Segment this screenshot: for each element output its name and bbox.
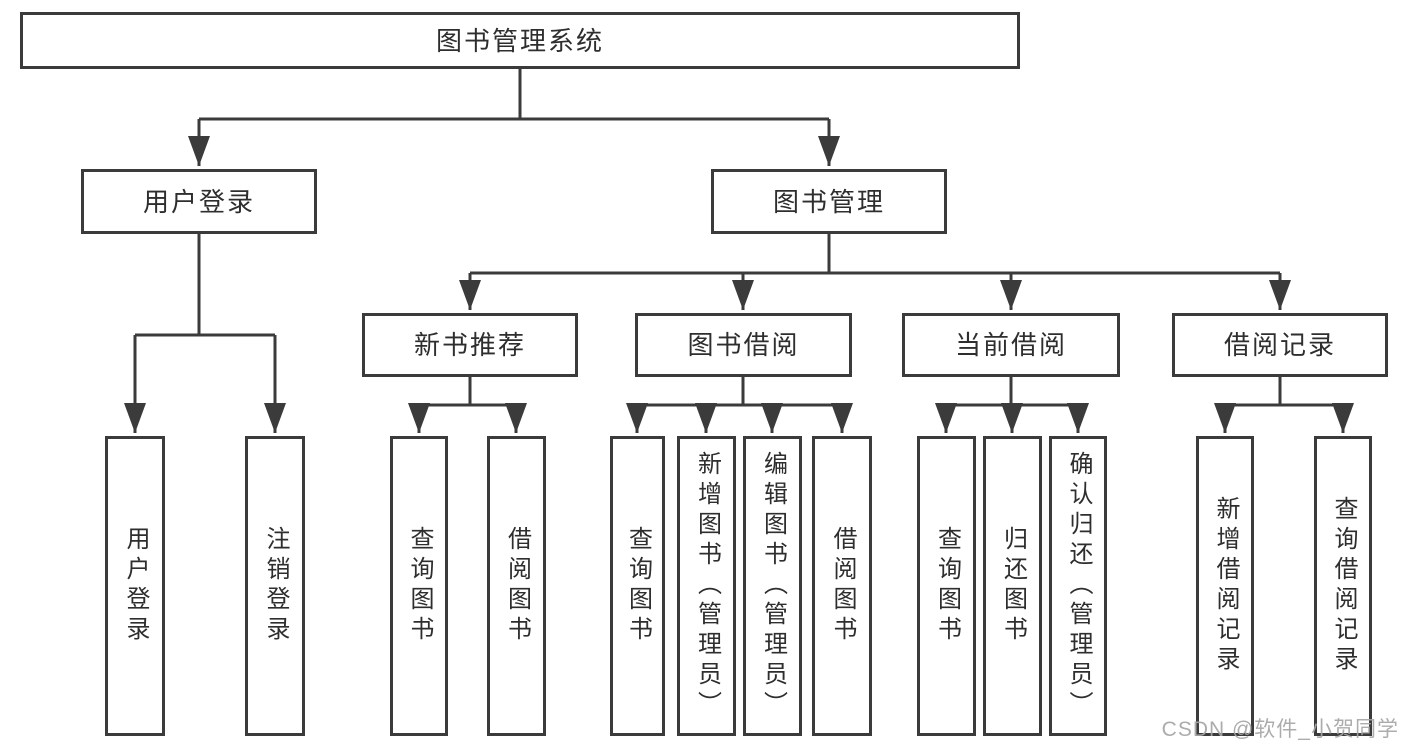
leaf-confirm-return-admin-label: 确认归还（管理员） <box>1065 451 1092 721</box>
leaf-return-books: 归还图书 <box>983 436 1042 736</box>
node-book-management-label: 图书管理 <box>772 186 885 217</box>
leaf-borrow-books-recommend: 借阅图书 <box>487 436 546 736</box>
connector-trunks <box>135 69 1343 407</box>
leaf-query-books-recommend: 查询图书 <box>390 436 448 736</box>
leaf-query-borrow-record-label: 查询借阅记录 <box>1330 496 1357 676</box>
leaf-return-books-label: 归还图书 <box>999 526 1027 646</box>
leaf-borrow-books-recommend-label: 借阅图书 <box>503 526 531 646</box>
leaf-user-login-label: 用户登录 <box>122 526 149 646</box>
leaf-query-books-current-label: 查询图书 <box>933 526 961 646</box>
node-new-book-recommendation-label: 新书推荐 <box>413 330 526 360</box>
leaf-query-books-borrowing: 查询图书 <box>610 436 665 736</box>
leaf-add-book-admin-label: 新增图书（管理员） <box>693 451 721 721</box>
csdn-watermark: CSDN @软件_小贺同学 <box>1161 718 1399 741</box>
leaf-add-book-admin: 新增图书（管理员） <box>677 436 736 736</box>
leaf-add-borrow-record: 新增借阅记录 <box>1196 436 1254 736</box>
connector-arrows <box>124 119 1354 433</box>
leaf-logout-login: 注销登录 <box>245 436 305 736</box>
leaf-logout-login-label: 注销登录 <box>262 526 289 646</box>
leaf-add-borrow-record-label: 新增借阅记录 <box>1212 496 1239 676</box>
node-user-login: 用户登录 <box>81 169 317 234</box>
node-current-borrowing: 当前借阅 <box>902 313 1120 377</box>
node-library-management-system-label: 图书管理系统 <box>435 25 604 56</box>
leaf-user-login: 用户登录 <box>105 436 165 736</box>
leaf-query-books-current: 查询图书 <box>917 436 976 736</box>
node-borrowing-records-label: 借阅记录 <box>1223 330 1336 360</box>
leaf-edit-book-admin-label: 编辑图书（管理员） <box>759 451 787 721</box>
leaf-confirm-return-admin: 确认归还（管理员） <box>1049 436 1107 736</box>
leaf-query-books-borrowing-label: 查询图书 <box>624 526 652 646</box>
leaf-query-books-recommend-label: 查询图书 <box>406 526 433 646</box>
node-library-management-system: 图书管理系统 <box>20 12 1020 69</box>
node-book-borrowing-label: 图书借阅 <box>687 330 800 360</box>
node-new-book-recommendation: 新书推荐 <box>362 313 578 377</box>
node-borrowing-records: 借阅记录 <box>1172 313 1388 377</box>
leaf-query-borrow-record: 查询借阅记录 <box>1314 436 1372 736</box>
leaf-borrow-books-label: 借阅图书 <box>829 526 856 646</box>
node-current-borrowing-label: 当前借阅 <box>954 330 1067 360</box>
node-book-borrowing: 图书借阅 <box>635 313 852 377</box>
leaf-edit-book-admin: 编辑图书（管理员） <box>743 436 802 736</box>
node-user-login-label: 用户登录 <box>142 186 255 217</box>
leaf-borrow-books: 借阅图书 <box>812 436 872 736</box>
node-book-management: 图书管理 <box>711 169 947 234</box>
